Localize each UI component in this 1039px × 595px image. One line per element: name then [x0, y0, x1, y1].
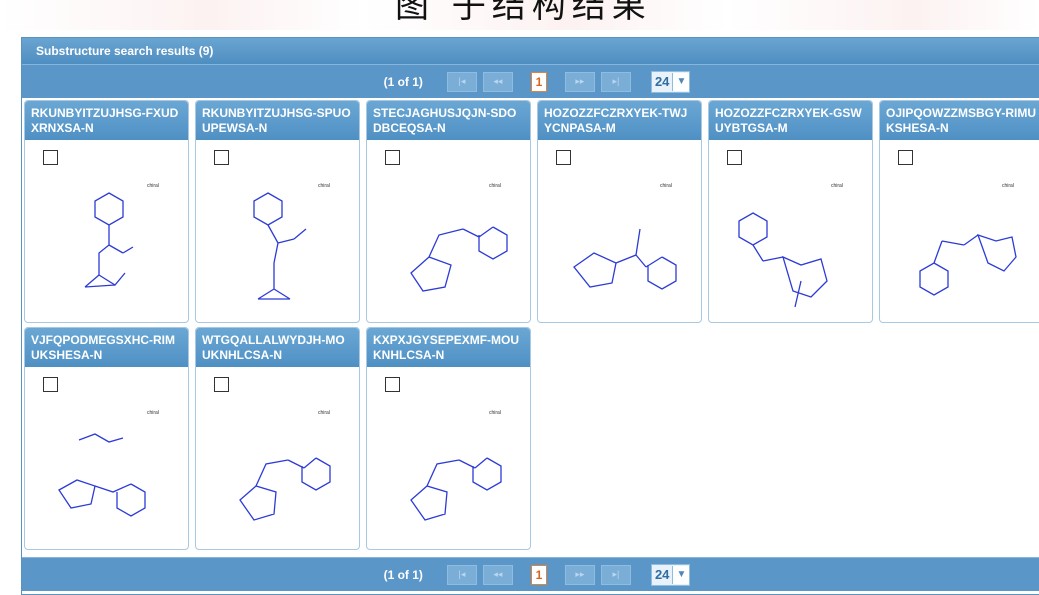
first-page-button[interactable]: |◂: [446, 564, 477, 585]
chevron-down-icon: ▼: [672, 565, 690, 584]
molecule-structure-image: chiral: [84, 183, 159, 288]
compound-name[interactable]: VJFQPODMEGSXHC-RIMUKSHESA-N: [25, 328, 188, 367]
rows-per-page-select[interactable]: 24 ▼: [650, 563, 691, 586]
molecule-structure-image: chiral: [738, 183, 843, 308]
chiral-label: chiral: [1002, 183, 1014, 189]
last-page-icon: ▸|: [612, 569, 620, 579]
result-card[interactable]: HOZOZZFCZRXYEK-TWJYCNPASA-M chiral: [537, 100, 702, 323]
compound-name[interactable]: HOZOZZFCZRXYEK-GSWUYBTGSA-M: [709, 101, 872, 140]
compound-name[interactable]: STECJAGHUSJQJN-SDODBCEQSA-N: [367, 101, 530, 140]
result-card[interactable]: STECJAGHUSJQJN-SDODBCEQSA-N chiral: [366, 100, 531, 323]
molecule-structure-image: chiral: [239, 410, 331, 521]
rows-per-page-select[interactable]: 24 ▼: [650, 70, 691, 93]
select-checkbox[interactable]: [214, 377, 229, 392]
result-card[interactable]: KXPXJGYSEPEXMF-MOUKNHLCSA-N chiral: [366, 327, 531, 550]
chiral-label: chiral: [489, 183, 501, 189]
result-card[interactable]: OJIPQOWZZMSBGY-RIMUKSHESA-N chiral: [879, 100, 1039, 323]
first-page-icon: |◂: [458, 569, 466, 579]
last-page-icon: ▸|: [612, 76, 620, 86]
compound-name[interactable]: HOZOZZFCZRXYEK-TWJYCNPASA-M: [538, 101, 701, 140]
chiral-label: chiral: [318, 183, 330, 189]
molecule-structure-image: chiral: [573, 183, 677, 290]
chiral-label: chiral: [831, 183, 843, 189]
chiral-label: chiral: [147, 183, 159, 189]
chiral-label: chiral: [318, 410, 330, 416]
first-page-button[interactable]: |◂: [446, 71, 477, 92]
select-checkbox[interactable]: [385, 377, 400, 392]
page-info: (1 of 1): [383, 74, 423, 89]
result-card[interactable]: RKUNBYITZUJHSG-SPUOUPEWSA-N chiral: [195, 100, 360, 323]
next-page-icon: ▸▸: [575, 569, 585, 579]
molecule-structure-image: chiral: [410, 410, 502, 521]
result-card[interactable]: HOZOZZFCZRXYEK-GSWUYBTGSA-M chiral: [708, 100, 873, 323]
next-page-icon: ▸▸: [575, 76, 585, 86]
last-page-button[interactable]: ▸|: [600, 71, 631, 92]
figure-caption: 图 子结构结果: [395, 0, 652, 26]
page-info: (1 of 1): [383, 567, 423, 582]
prev-page-button[interactable]: ◂◂: [482, 71, 513, 92]
result-card[interactable]: RKUNBYITZUJHSG-FXUDXRNXSA-N chiral: [24, 100, 189, 323]
chiral-label: chiral: [147, 410, 159, 416]
compound-name[interactable]: OJIPQOWZZMSBGY-RIMUKSHESA-N: [880, 101, 1039, 140]
select-checkbox[interactable]: [898, 150, 913, 165]
rows-per-page-value: 24: [654, 74, 670, 89]
panel-title: Substructure search results (9): [22, 38, 1039, 64]
current-page-button[interactable]: 1: [530, 564, 547, 585]
first-page-icon: |◂: [458, 76, 466, 86]
current-page-button[interactable]: 1: [530, 71, 547, 92]
molecule-structure-image: chiral: [58, 410, 159, 517]
compound-name[interactable]: WTGQALLALWYDJH-MOUKNHLCSA-N: [196, 328, 359, 367]
molecule-structure-image: chiral: [253, 183, 330, 300]
select-checkbox[interactable]: [727, 150, 742, 165]
banner-background: [0, 0, 1039, 30]
molecule-structure-image: chiral: [410, 183, 508, 292]
bottom-paginator: (1 of 1) |◂ ◂◂ 1 ▸▸ ▸| 24 ▼: [22, 557, 1039, 591]
select-checkbox[interactable]: [214, 150, 229, 165]
result-card[interactable]: VJFQPODMEGSXHC-RIMUKSHESA-N chiral: [24, 327, 189, 550]
compound-name[interactable]: RKUNBYITZUJHSG-FXUDXRNXSA-N: [25, 101, 188, 140]
chevron-down-icon: ▼: [672, 72, 690, 91]
results-panel: Substructure search results (9) (1 of 1)…: [21, 37, 1039, 595]
prev-page-icon: ◂◂: [493, 76, 503, 86]
next-page-button[interactable]: ▸▸: [564, 564, 595, 585]
last-page-button[interactable]: ▸|: [600, 564, 631, 585]
prev-page-button[interactable]: ◂◂: [482, 564, 513, 585]
select-checkbox[interactable]: [556, 150, 571, 165]
chiral-label: chiral: [489, 410, 501, 416]
select-checkbox[interactable]: [43, 377, 58, 392]
chiral-label: chiral: [660, 183, 672, 189]
rows-per-page-value: 24: [654, 567, 670, 582]
top-paginator: (1 of 1) |◂ ◂◂ 1 ▸▸ ▸| 24 ▼: [22, 64, 1039, 98]
result-card[interactable]: WTGQALLALWYDJH-MOUKNHLCSA-N chiral: [195, 327, 360, 550]
molecule-structure-image: chiral: [919, 183, 1017, 296]
compound-name[interactable]: RKUNBYITZUJHSG-SPUOUPEWSA-N: [196, 101, 359, 140]
prev-page-icon: ◂◂: [493, 569, 503, 579]
select-checkbox[interactable]: [43, 150, 58, 165]
compound-name[interactable]: KXPXJGYSEPEXMF-MOUKNHLCSA-N: [367, 328, 530, 367]
next-page-button[interactable]: ▸▸: [564, 71, 595, 92]
select-checkbox[interactable]: [385, 150, 400, 165]
